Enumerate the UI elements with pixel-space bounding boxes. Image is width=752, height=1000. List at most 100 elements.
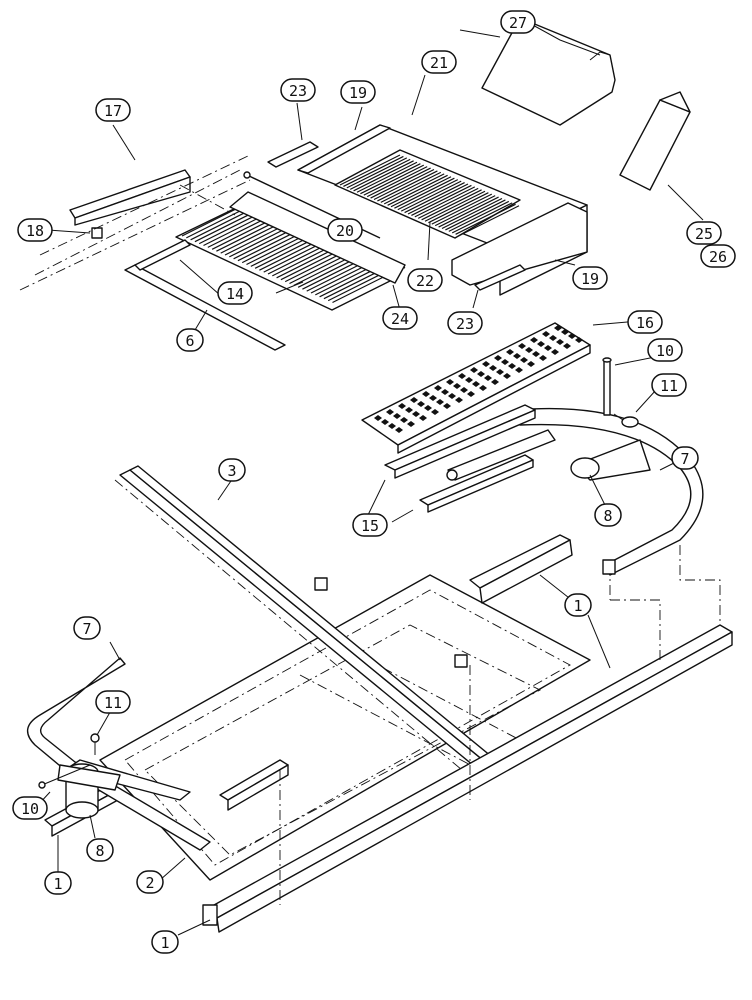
- callout-bubble: [447, 311, 483, 335]
- grate-slat: [194, 211, 256, 243]
- callout-bubble: [86, 838, 114, 862]
- grate-slat: [421, 189, 482, 221]
- grate-slat: [181, 205, 243, 237]
- grate-slat: [431, 193, 493, 225]
- callout-label: 6: [185, 332, 194, 350]
- callout-25: 25: [686, 221, 722, 245]
- tread-hole: [407, 421, 415, 427]
- tread-hole: [460, 387, 468, 393]
- grate-slat: [434, 195, 496, 227]
- callout-11: 11: [95, 690, 131, 714]
- callout-label: 7: [680, 450, 689, 468]
- grate-slat: [267, 243, 329, 275]
- grate-slat: [233, 228, 294, 260]
- callout-label: 18: [26, 222, 44, 240]
- tread-hole: [472, 381, 480, 387]
- callout-8: 8: [86, 838, 114, 862]
- callout-bubble: [647, 338, 683, 362]
- grate-slat: [458, 205, 520, 237]
- callout-26: 26: [700, 244, 736, 268]
- tread-hole: [429, 395, 437, 401]
- tread-hole: [554, 325, 562, 331]
- callout-bubble: [686, 221, 722, 245]
- tread-hole: [400, 417, 408, 423]
- callout-bubble: [407, 268, 443, 292]
- tread-hole: [477, 371, 485, 377]
- grate-slat: [254, 237, 316, 269]
- tread-hole: [491, 379, 499, 385]
- callout-label: 22: [416, 272, 434, 290]
- pin-right: [602, 357, 612, 416]
- grate-slat: [455, 203, 516, 235]
- tread-hole: [513, 353, 521, 359]
- grate-slat: [280, 249, 342, 281]
- callout-label: 1: [53, 875, 62, 893]
- callout-7: 7: [671, 446, 699, 470]
- grate-slat: [417, 187, 479, 219]
- grate-slat: [284, 251, 346, 283]
- tread-hole: [520, 357, 528, 363]
- tread-hole: [537, 341, 545, 347]
- tread-hole: [501, 359, 509, 365]
- grate-slat: [263, 241, 324, 273]
- grate-slat: [360, 163, 421, 195]
- callout-bubble: [17, 218, 53, 242]
- step-bracket-lower: [419, 454, 534, 513]
- grate-slat: [353, 160, 414, 192]
- grate-slat: [229, 226, 290, 258]
- callout-17: 17: [95, 98, 131, 122]
- callout-label: 10: [656, 342, 674, 360]
- grate-slat: [216, 220, 277, 252]
- bracket-23-lower: [474, 264, 526, 291]
- callout-19: 19: [572, 266, 608, 290]
- callout-bubble: [421, 50, 457, 74]
- grate-slat: [246, 233, 307, 266]
- callout-bubble: [217, 281, 253, 305]
- callout-label: 7: [82, 620, 91, 638]
- callout-6: 6: [176, 328, 204, 352]
- callout-label: 21: [430, 54, 448, 72]
- tread-hole: [506, 349, 514, 355]
- callout-bubble: [280, 78, 316, 102]
- tread-hole: [470, 367, 478, 373]
- callout-bubble: [572, 266, 608, 290]
- callout-bubble: [218, 458, 246, 482]
- tread-hole: [374, 415, 382, 421]
- callout-group: 1112367788101011111415161718191920212223…: [12, 10, 736, 954]
- callout-1: 1: [564, 593, 592, 617]
- grate-slat: [441, 197, 503, 230]
- grate-slat: [380, 171, 442, 203]
- grate-slat: [272, 245, 333, 277]
- grate-slat: [343, 155, 404, 187]
- tread-hole: [544, 345, 552, 351]
- tread-hole: [518, 343, 526, 349]
- callout-22: 22: [407, 268, 443, 292]
- grate-slat: [250, 235, 312, 267]
- callout-bubble: [151, 930, 179, 954]
- tread-hole: [563, 343, 571, 349]
- callout-bubble: [136, 870, 164, 894]
- grate-slat: [377, 170, 438, 202]
- step-bracket-upper: [384, 404, 536, 479]
- callout-label: 11: [660, 377, 678, 395]
- callout-1: 1: [44, 871, 72, 895]
- callout-21: 21: [421, 50, 457, 74]
- tread-hole: [503, 373, 511, 379]
- grate-slat: [407, 183, 469, 215]
- step-tube: [446, 429, 556, 481]
- callout-label: 26: [709, 248, 727, 266]
- tread-hole: [455, 397, 463, 403]
- callout-bubble: [671, 446, 699, 470]
- grate-slat: [259, 239, 320, 271]
- grate-slat: [394, 177, 455, 209]
- callout-16: 16: [627, 310, 663, 334]
- grate-slat: [366, 166, 428, 198]
- callout-bubble: [700, 244, 736, 268]
- tread-hole: [551, 349, 559, 355]
- callout-label: 27: [509, 14, 527, 32]
- callout-10: 10: [647, 338, 683, 362]
- tread-hole: [381, 419, 389, 425]
- callout-bubble: [564, 593, 592, 617]
- callout-label: 25: [695, 225, 713, 243]
